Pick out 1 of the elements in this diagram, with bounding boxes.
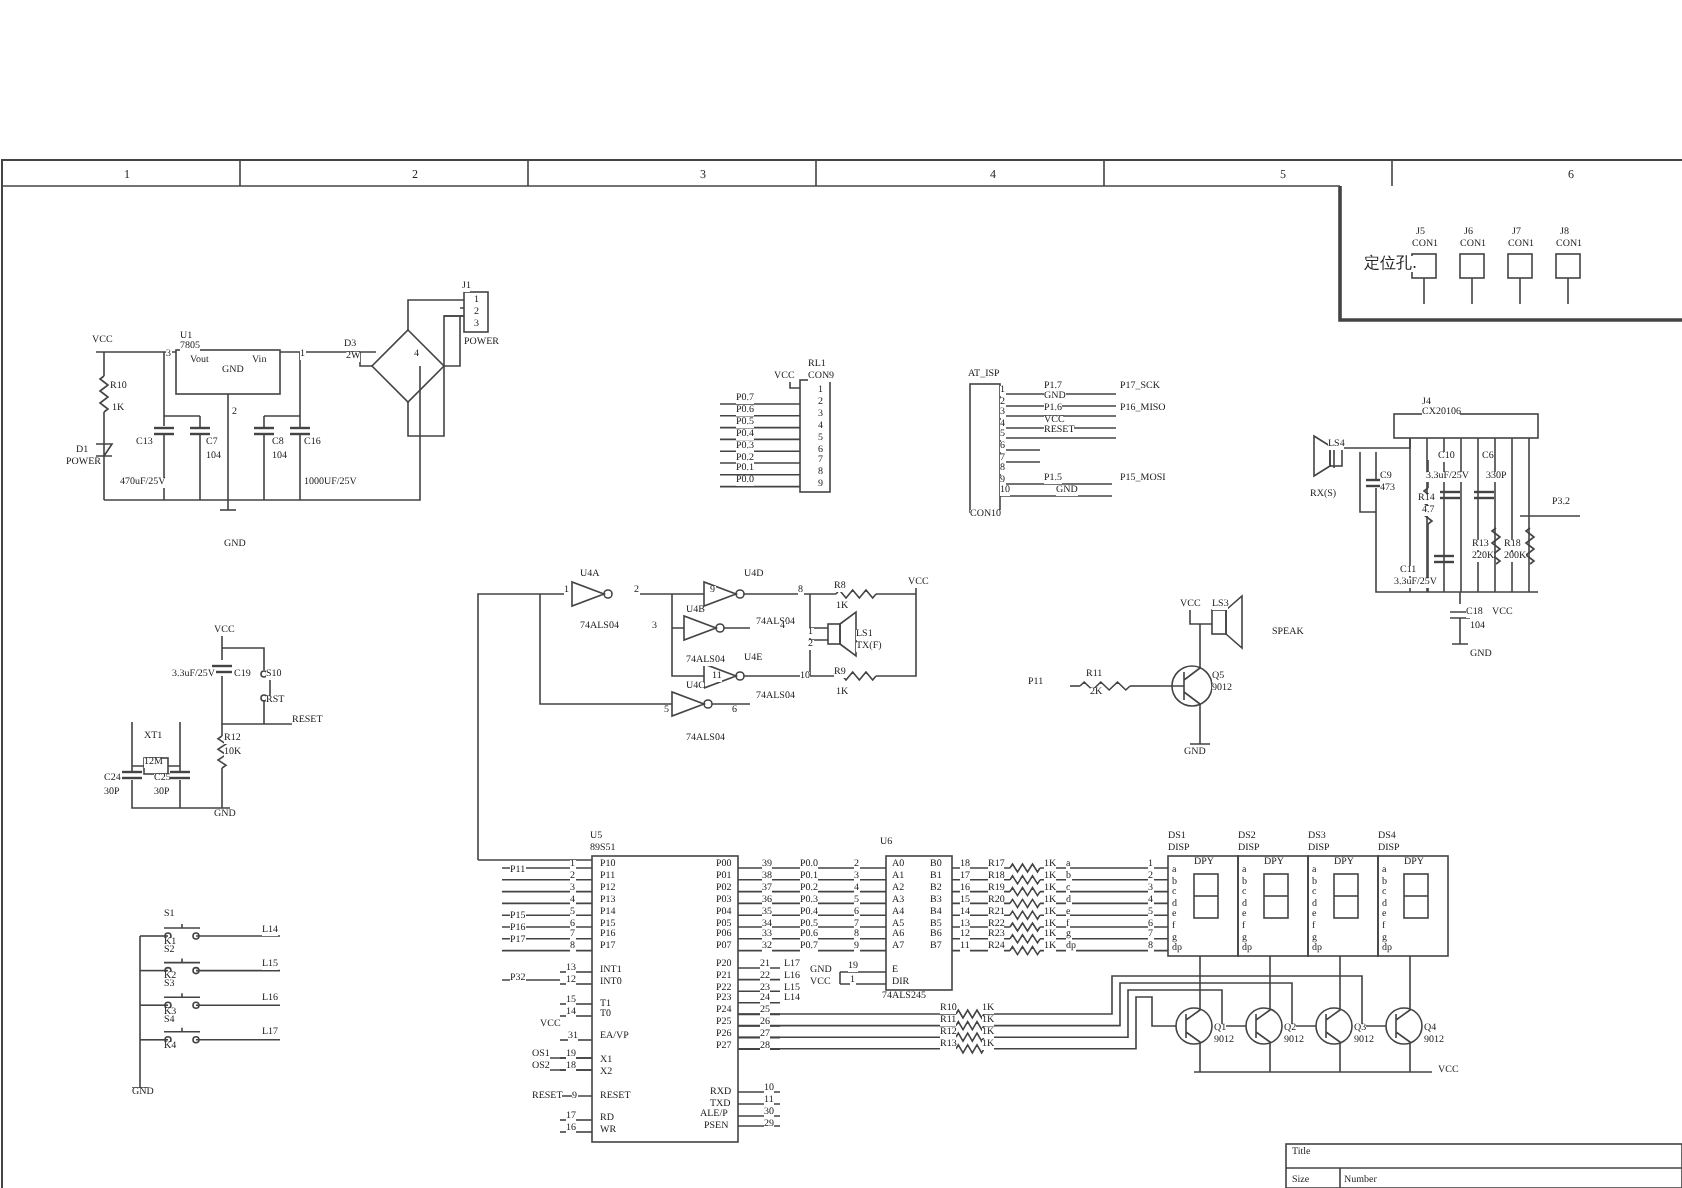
note-text: 定位孔. [1364, 256, 1418, 272]
